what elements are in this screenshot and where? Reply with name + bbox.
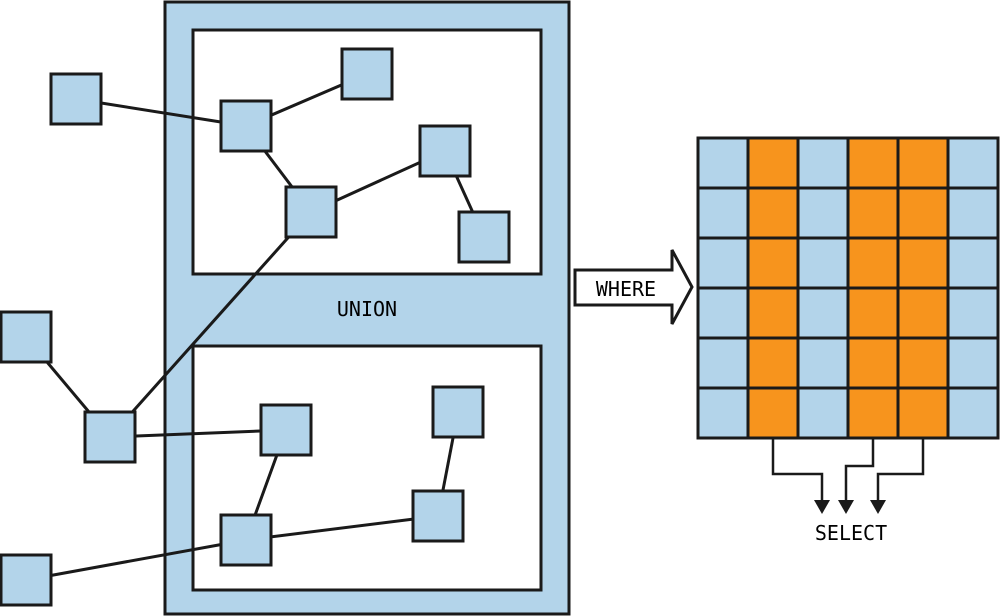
table-cell-selected <box>746 336 800 390</box>
table-cell-selected <box>896 136 950 190</box>
graph-edge <box>109 428 287 439</box>
table-cell <box>796 236 850 290</box>
select-arrowhead <box>814 500 830 514</box>
table-cell-selected <box>896 336 950 390</box>
table-cell <box>796 386 850 440</box>
graph-nodes <box>0 47 511 607</box>
table-cell-selected <box>746 236 800 290</box>
graph-node <box>0 553 53 607</box>
table-cell <box>696 136 750 190</box>
table-cell-selected <box>846 136 900 190</box>
table-cell-selected <box>746 186 800 240</box>
table-cell <box>946 186 1000 240</box>
graph-node <box>284 185 338 239</box>
table-cell <box>696 386 750 440</box>
graph-node <box>340 47 394 101</box>
table-cell-selected <box>846 286 900 340</box>
where-block-arrow <box>573 249 694 325</box>
table-cell-selected <box>896 286 950 340</box>
select-arrowhead <box>870 500 886 514</box>
graph-node <box>418 124 472 178</box>
table-cell <box>946 136 1000 190</box>
select-arrow-line <box>876 438 925 500</box>
select-arrows <box>771 438 925 514</box>
graph-node <box>219 513 273 567</box>
table-cell-selected <box>746 386 800 440</box>
table-cell <box>796 136 850 190</box>
table-cell-selected <box>896 186 950 240</box>
graph-edge <box>75 97 247 128</box>
graph-edge <box>108 211 313 438</box>
table-cell-selected <box>846 186 900 240</box>
where-arrow <box>573 249 694 325</box>
table-cell <box>796 336 850 390</box>
table-cell <box>946 386 1000 440</box>
where-label: WHERE <box>596 277 656 301</box>
result-table <box>696 136 1000 440</box>
table-cell <box>696 236 750 290</box>
graph-node <box>83 410 137 464</box>
graph-node <box>0 310 53 364</box>
select-arrow-line <box>771 438 824 500</box>
graph-node <box>431 385 485 439</box>
graph-edge <box>25 538 247 582</box>
graph-edge <box>245 514 439 542</box>
table-cell-selected <box>896 236 950 290</box>
table-cell <box>696 336 750 390</box>
table-cell-selected <box>846 386 900 440</box>
table-cell <box>946 336 1000 390</box>
table-cell-selected <box>746 136 800 190</box>
table-cell <box>796 286 850 340</box>
graph-node <box>411 489 465 543</box>
table-cell <box>696 186 750 240</box>
graph-node <box>259 403 313 457</box>
table-cell <box>796 186 850 240</box>
graph-node <box>49 72 103 126</box>
select-label: SELECT <box>815 521 887 545</box>
graph-node <box>457 210 511 264</box>
table-cell <box>946 286 1000 340</box>
graph-node <box>219 99 273 153</box>
select-arrow-line <box>844 438 875 500</box>
table-cell-selected <box>896 386 950 440</box>
table-cell-selected <box>746 286 800 340</box>
table-cell <box>946 236 1000 290</box>
table-cell-selected <box>846 236 900 290</box>
table-cell-selected <box>846 336 900 390</box>
select-arrowhead <box>838 500 854 514</box>
table-cell <box>696 286 750 340</box>
union-label: UNION <box>337 297 397 321</box>
